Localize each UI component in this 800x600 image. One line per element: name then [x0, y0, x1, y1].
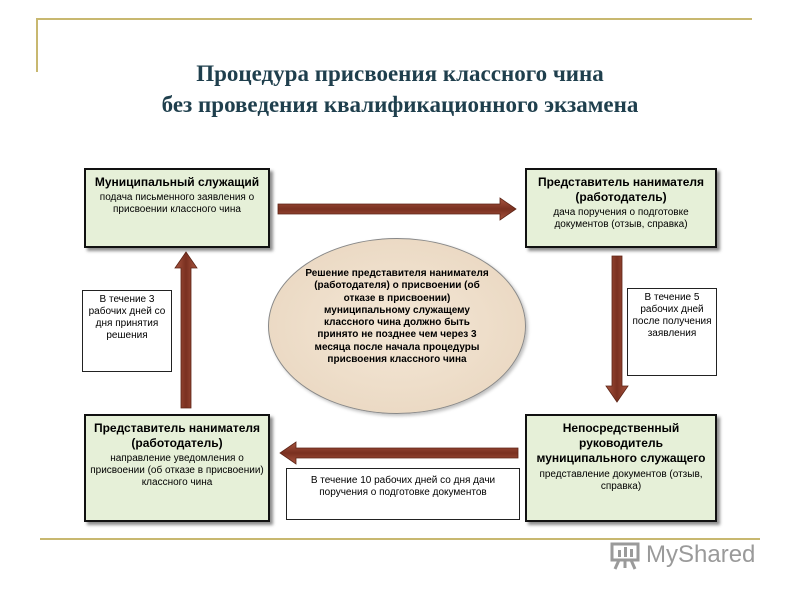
note-3-days: В течение 3 рабочих дней со дня принятия… — [82, 290, 172, 372]
employee-title: Муниципальный служащий — [94, 175, 260, 189]
frame-bottom-line — [40, 538, 760, 540]
employer-bottom-title: Представитель нанимателя (работодатель) — [93, 421, 261, 450]
supervisor-box: Непосредственный руководитель муниципаль… — [525, 414, 717, 522]
employer-bottom-box: Представитель нанимателя (работодатель) … — [84, 414, 270, 522]
note-5-days: В течение 5 рабочих дней после получения… — [627, 288, 717, 376]
employer-top-desc: дача поручения о подготовке документов (… — [553, 207, 689, 230]
employer-bottom-desc: направление уведомления о присвоении (об… — [90, 453, 264, 488]
title-line-2: без проведения квалификационного экзамен… — [161, 92, 639, 117]
title-line-1: Процедура присвоения классного чина — [196, 61, 604, 86]
employee-box: Муниципальный служащий подача письменног… — [84, 168, 270, 248]
frame-left-line — [36, 18, 38, 72]
decision-text: Решение представителя нанимателя (работо… — [305, 268, 489, 366]
page-title: Процедура присвоения классного чина без … — [40, 58, 760, 120]
arrow-employer-to-supervisor — [605, 255, 629, 403]
decision-ellipse — [268, 238, 526, 414]
supervisor-title: Непосредственный руководитель муниципаль… — [536, 421, 706, 465]
supervisor-desc: представление документов (отзыв, справка… — [539, 469, 703, 492]
arrow-supervisor-to-employer — [279, 441, 519, 465]
employer-top-title: Представитель нанимателя (работодатель) — [537, 175, 705, 204]
arrow-employee-to-employer — [277, 197, 517, 221]
frame-top-line — [36, 18, 752, 20]
logo-wordmark: MyShared — [646, 541, 756, 568]
note-10-days: В течение 10 рабочих дней со дня дачи по… — [286, 468, 520, 520]
chart-board-icon — [610, 542, 640, 570]
employer-top-box: Представитель нанимателя (работодатель) … — [525, 168, 717, 248]
employee-desc: подача письменного заявления о присвоени… — [99, 192, 255, 215]
arrow-employer-to-employee — [174, 251, 198, 409]
